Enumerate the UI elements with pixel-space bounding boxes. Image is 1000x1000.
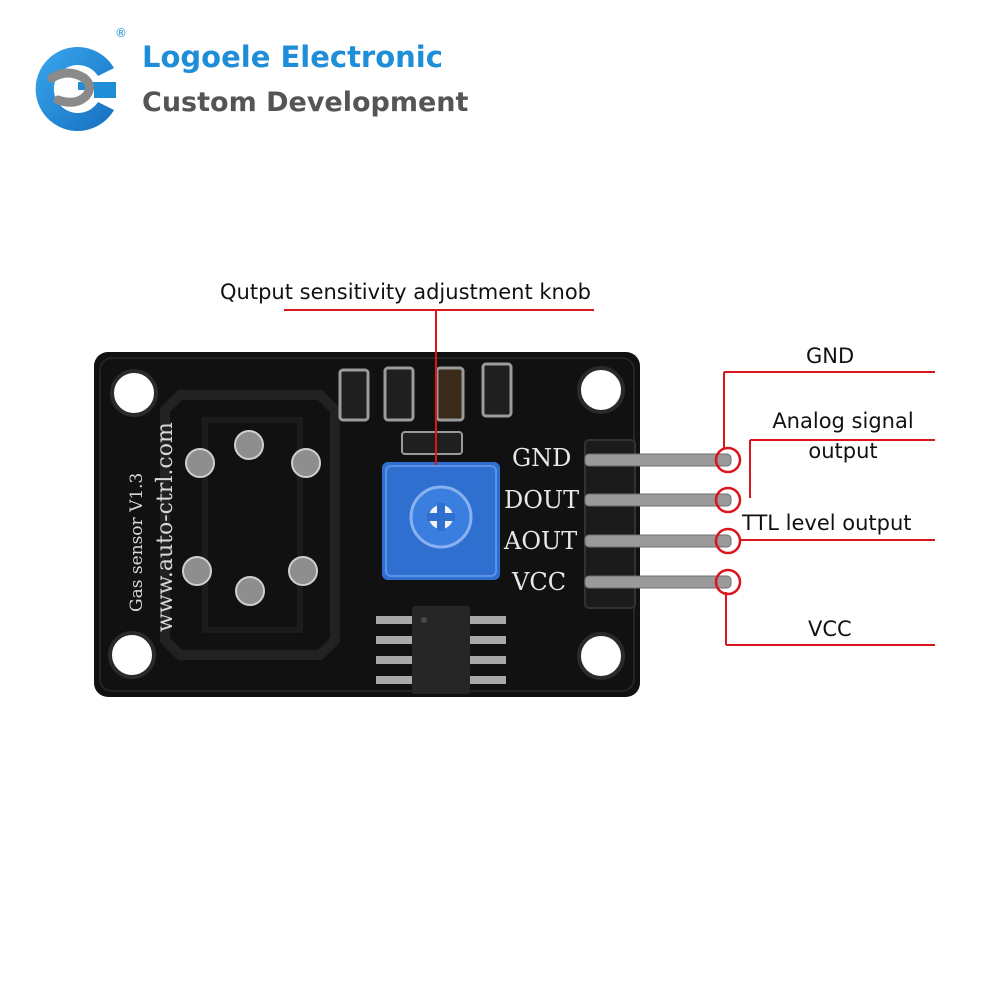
mount-hole <box>577 366 625 414</box>
callout-circle-aout <box>714 527 742 555</box>
brand-title: Logoele Electronic <box>142 40 443 74</box>
logoele-logo-icon <box>35 47 116 131</box>
silk-pin-label: GND <box>512 444 571 472</box>
ic-chip <box>412 606 470 694</box>
brand-subtitle: Custom Development <box>142 87 469 118</box>
solder-pad <box>234 430 264 460</box>
callout-gnd: GND <box>806 344 855 368</box>
header-pin <box>584 534 732 548</box>
callout-sensitivity-knob: Qutput sensitivity adjustment knob <box>220 280 591 304</box>
solder-pad <box>182 556 212 586</box>
callout-circle-vcc <box>714 568 742 596</box>
callout-circle-gnd <box>714 446 742 474</box>
header-pin <box>584 575 732 589</box>
callout-circle-dout <box>714 486 742 514</box>
silk-pin-label: AOUT <box>503 527 577 555</box>
pin-header <box>584 439 636 609</box>
callout-analog-line2: output <box>808 439 878 463</box>
header-pin <box>584 453 732 467</box>
solder-pad <box>235 576 265 606</box>
silk-pin-label: DOUT <box>504 486 579 514</box>
silk-pin-label: VCC <box>511 568 566 596</box>
header-pin <box>584 493 732 507</box>
silk-sensor-label: Gas sensor V1.3 <box>127 473 147 612</box>
solder-pad <box>291 448 321 478</box>
solder-pad <box>288 556 318 586</box>
solder-pad <box>185 448 215 478</box>
mount-hole <box>108 631 156 679</box>
mount-hole <box>110 369 158 417</box>
registered-mark: ® <box>115 26 127 40</box>
silk-url-label: www.auto-ctrl.com <box>153 422 178 632</box>
mount-hole <box>577 632 625 680</box>
callout-analog-line1: Analog signal <box>772 409 914 433</box>
callout-vcc: VCC <box>808 617 852 641</box>
callout-analog-output: Analog signal output <box>758 406 928 466</box>
callout-ttl-output: TTL level output <box>742 511 912 535</box>
pcb-board <box>94 352 640 697</box>
